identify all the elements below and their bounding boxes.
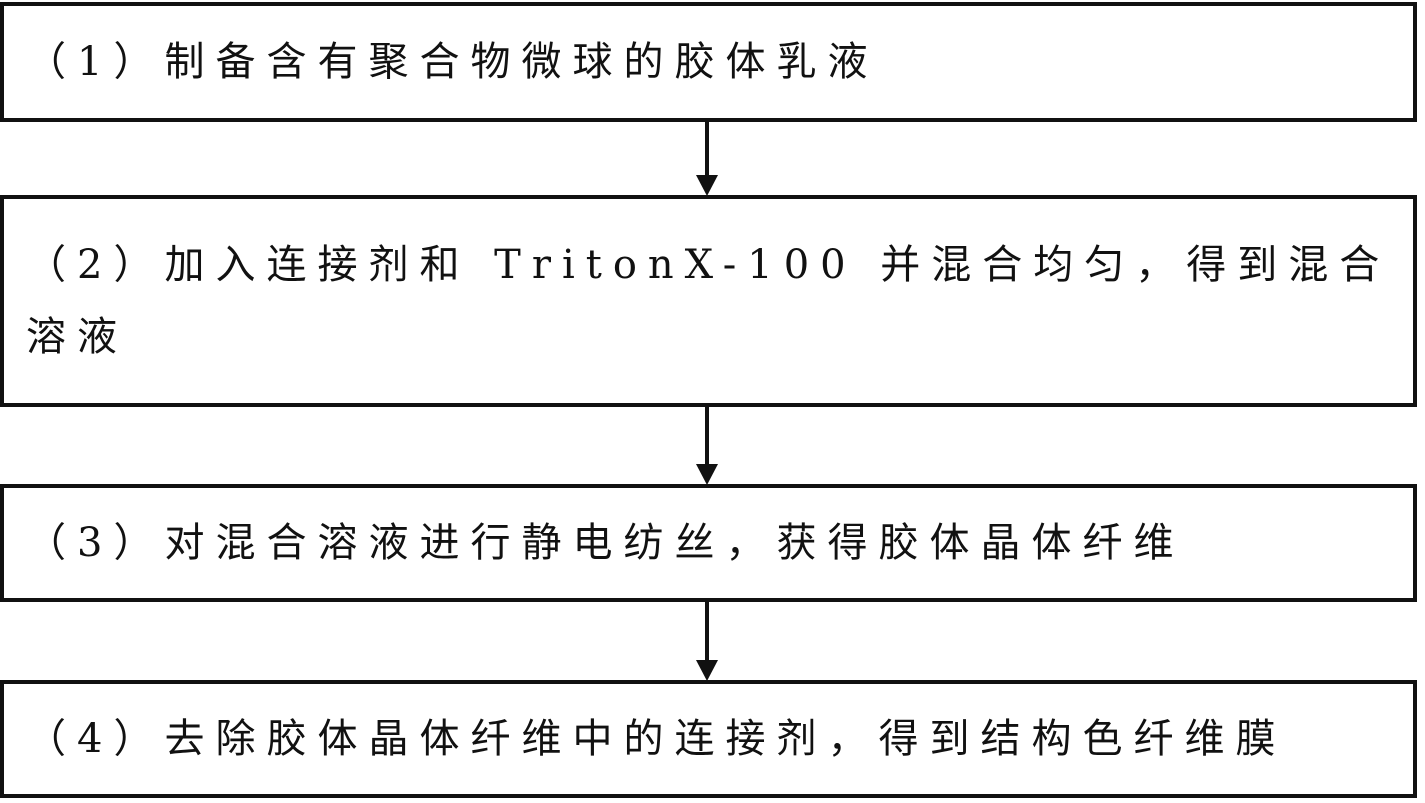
step-1-box: （1）制备含有聚合物微球的胶体乳液 xyxy=(0,2,1417,122)
step-2-label: （2）加入连接剂和 TritonX-100 并混合均匀，得到混合溶液 xyxy=(26,242,1391,360)
step-1-label: （1）制备含有聚合物微球的胶体乳液 xyxy=(26,39,879,85)
arrow-2-to-3 xyxy=(696,407,718,485)
step-3-label: （3）对混合溶液进行静电纺丝，获得胶体晶体纤维 xyxy=(26,520,1185,566)
arrow-3-to-4 xyxy=(696,602,718,681)
step-4-label: （4）去除胶体晶体纤维中的连接剂，得到结构色纤维膜 xyxy=(26,716,1287,762)
step-2-box: （2）加入连接剂和 TritonX-100 并混合均匀，得到混合溶液 xyxy=(0,195,1417,407)
arrow-1-to-2 xyxy=(696,122,718,196)
step-3-box: （3）对混合溶液进行静电纺丝，获得胶体晶体纤维 xyxy=(0,484,1417,602)
step-4-box: （4）去除胶体晶体纤维中的连接剂，得到结构色纤维膜 xyxy=(0,680,1417,798)
